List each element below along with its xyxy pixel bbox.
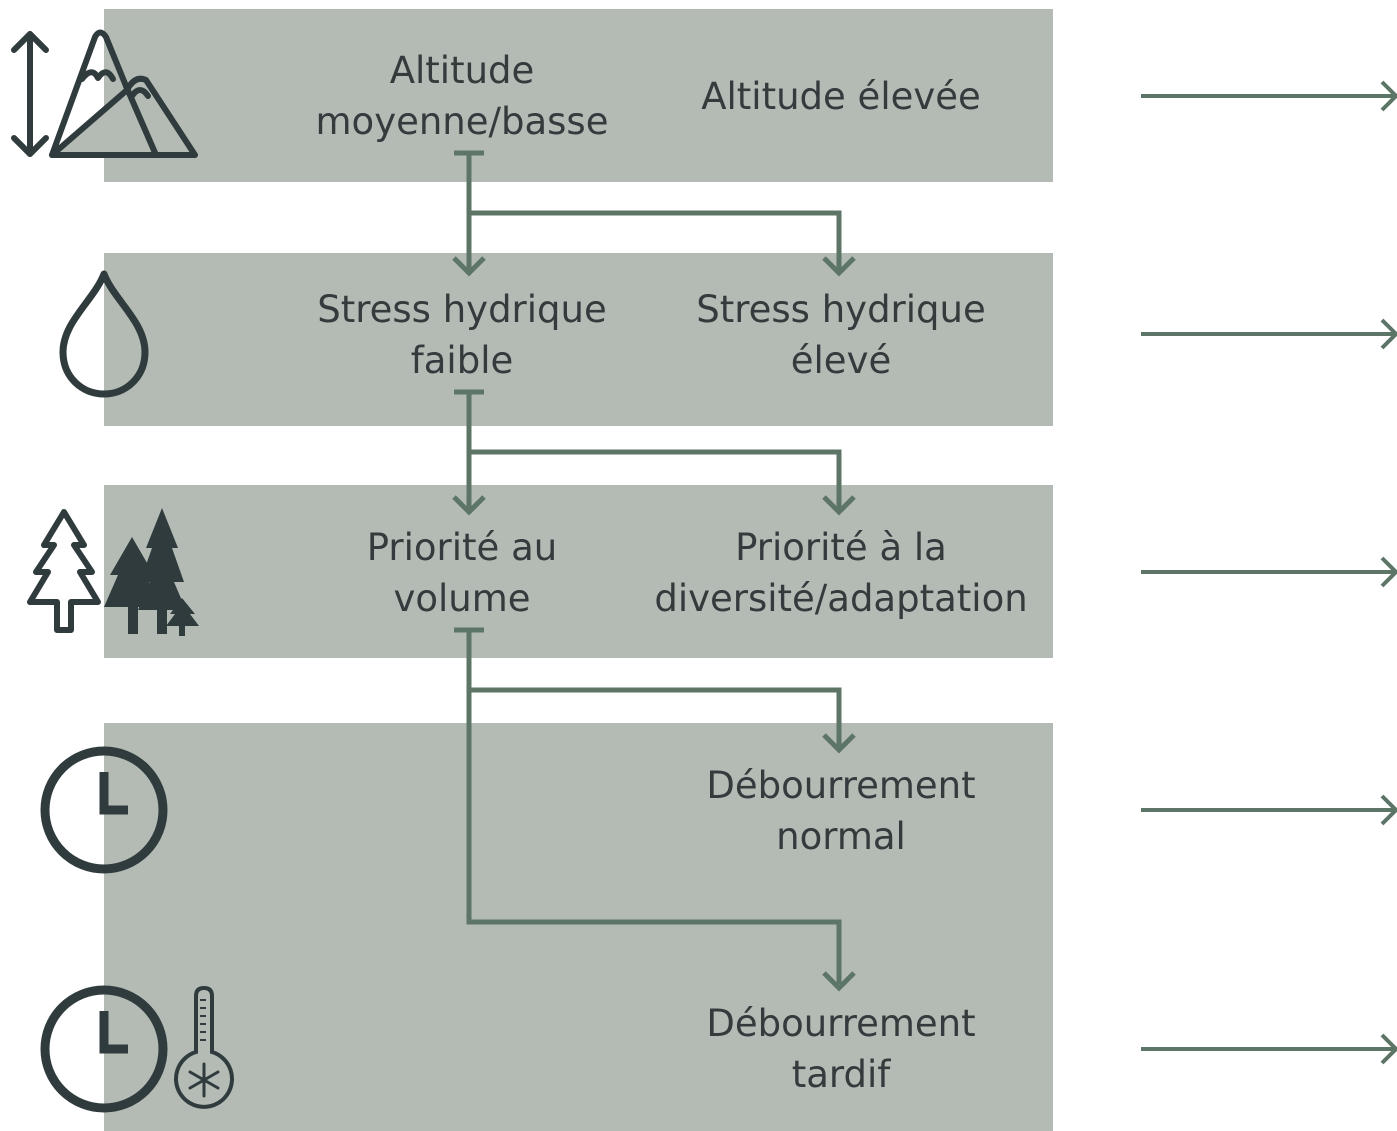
connector-stress-to-diversity — [469, 449, 842, 509]
label-water-stress-low: Stress hydrique faible — [317, 288, 607, 382]
water-drop-icon — [59, 270, 149, 398]
band-priority — [104, 485, 1053, 658]
arrowhead — [822, 495, 856, 516]
right-arrow — [1141, 556, 1397, 588]
label-water-stress-high: Stress hydrique élevé — [696, 288, 986, 382]
right-arrow — [1141, 794, 1397, 826]
label-altitude-high: Altitude élevée — [701, 75, 981, 118]
connector-volume-to-late-budburst — [466, 630, 842, 984]
connector-volume-to-normal-budburst — [469, 687, 842, 746]
label-budburst-normal: Débourrement normal — [706, 764, 976, 858]
clock-cold-thermometer-icon — [40, 985, 234, 1113]
connector-tree — [452, 150, 856, 992]
connector-altitude-to-high-stress — [469, 210, 842, 270]
arrowhead — [822, 733, 856, 754]
band-budburst — [104, 723, 1053, 1131]
clock-icon — [40, 746, 168, 874]
arrowhead — [452, 495, 486, 516]
right-arrow — [1141, 318, 1397, 350]
altitude-mountain-icon — [11, 29, 198, 158]
label-budburst-late: Débourrement tardif — [706, 1002, 976, 1096]
right-arrow — [1141, 1033, 1397, 1065]
right-arrow — [1141, 80, 1397, 112]
band-altitude — [104, 9, 1053, 182]
arrowhead — [822, 971, 856, 992]
label-priority-volume: Priorité au volume — [366, 526, 558, 620]
arrowhead — [452, 256, 486, 277]
arrowhead — [822, 256, 856, 277]
band-water-stress — [104, 253, 1053, 426]
label-priority-diversity: Priorité à la diversité/adaptation — [654, 526, 1028, 620]
forest-trees-icon — [27, 508, 199, 636]
snowflake-icon — [188, 1062, 220, 1098]
right-arrows — [1141, 80, 1397, 1065]
label-altitude-low: Altitude moyenne/basse — [315, 49, 609, 143]
